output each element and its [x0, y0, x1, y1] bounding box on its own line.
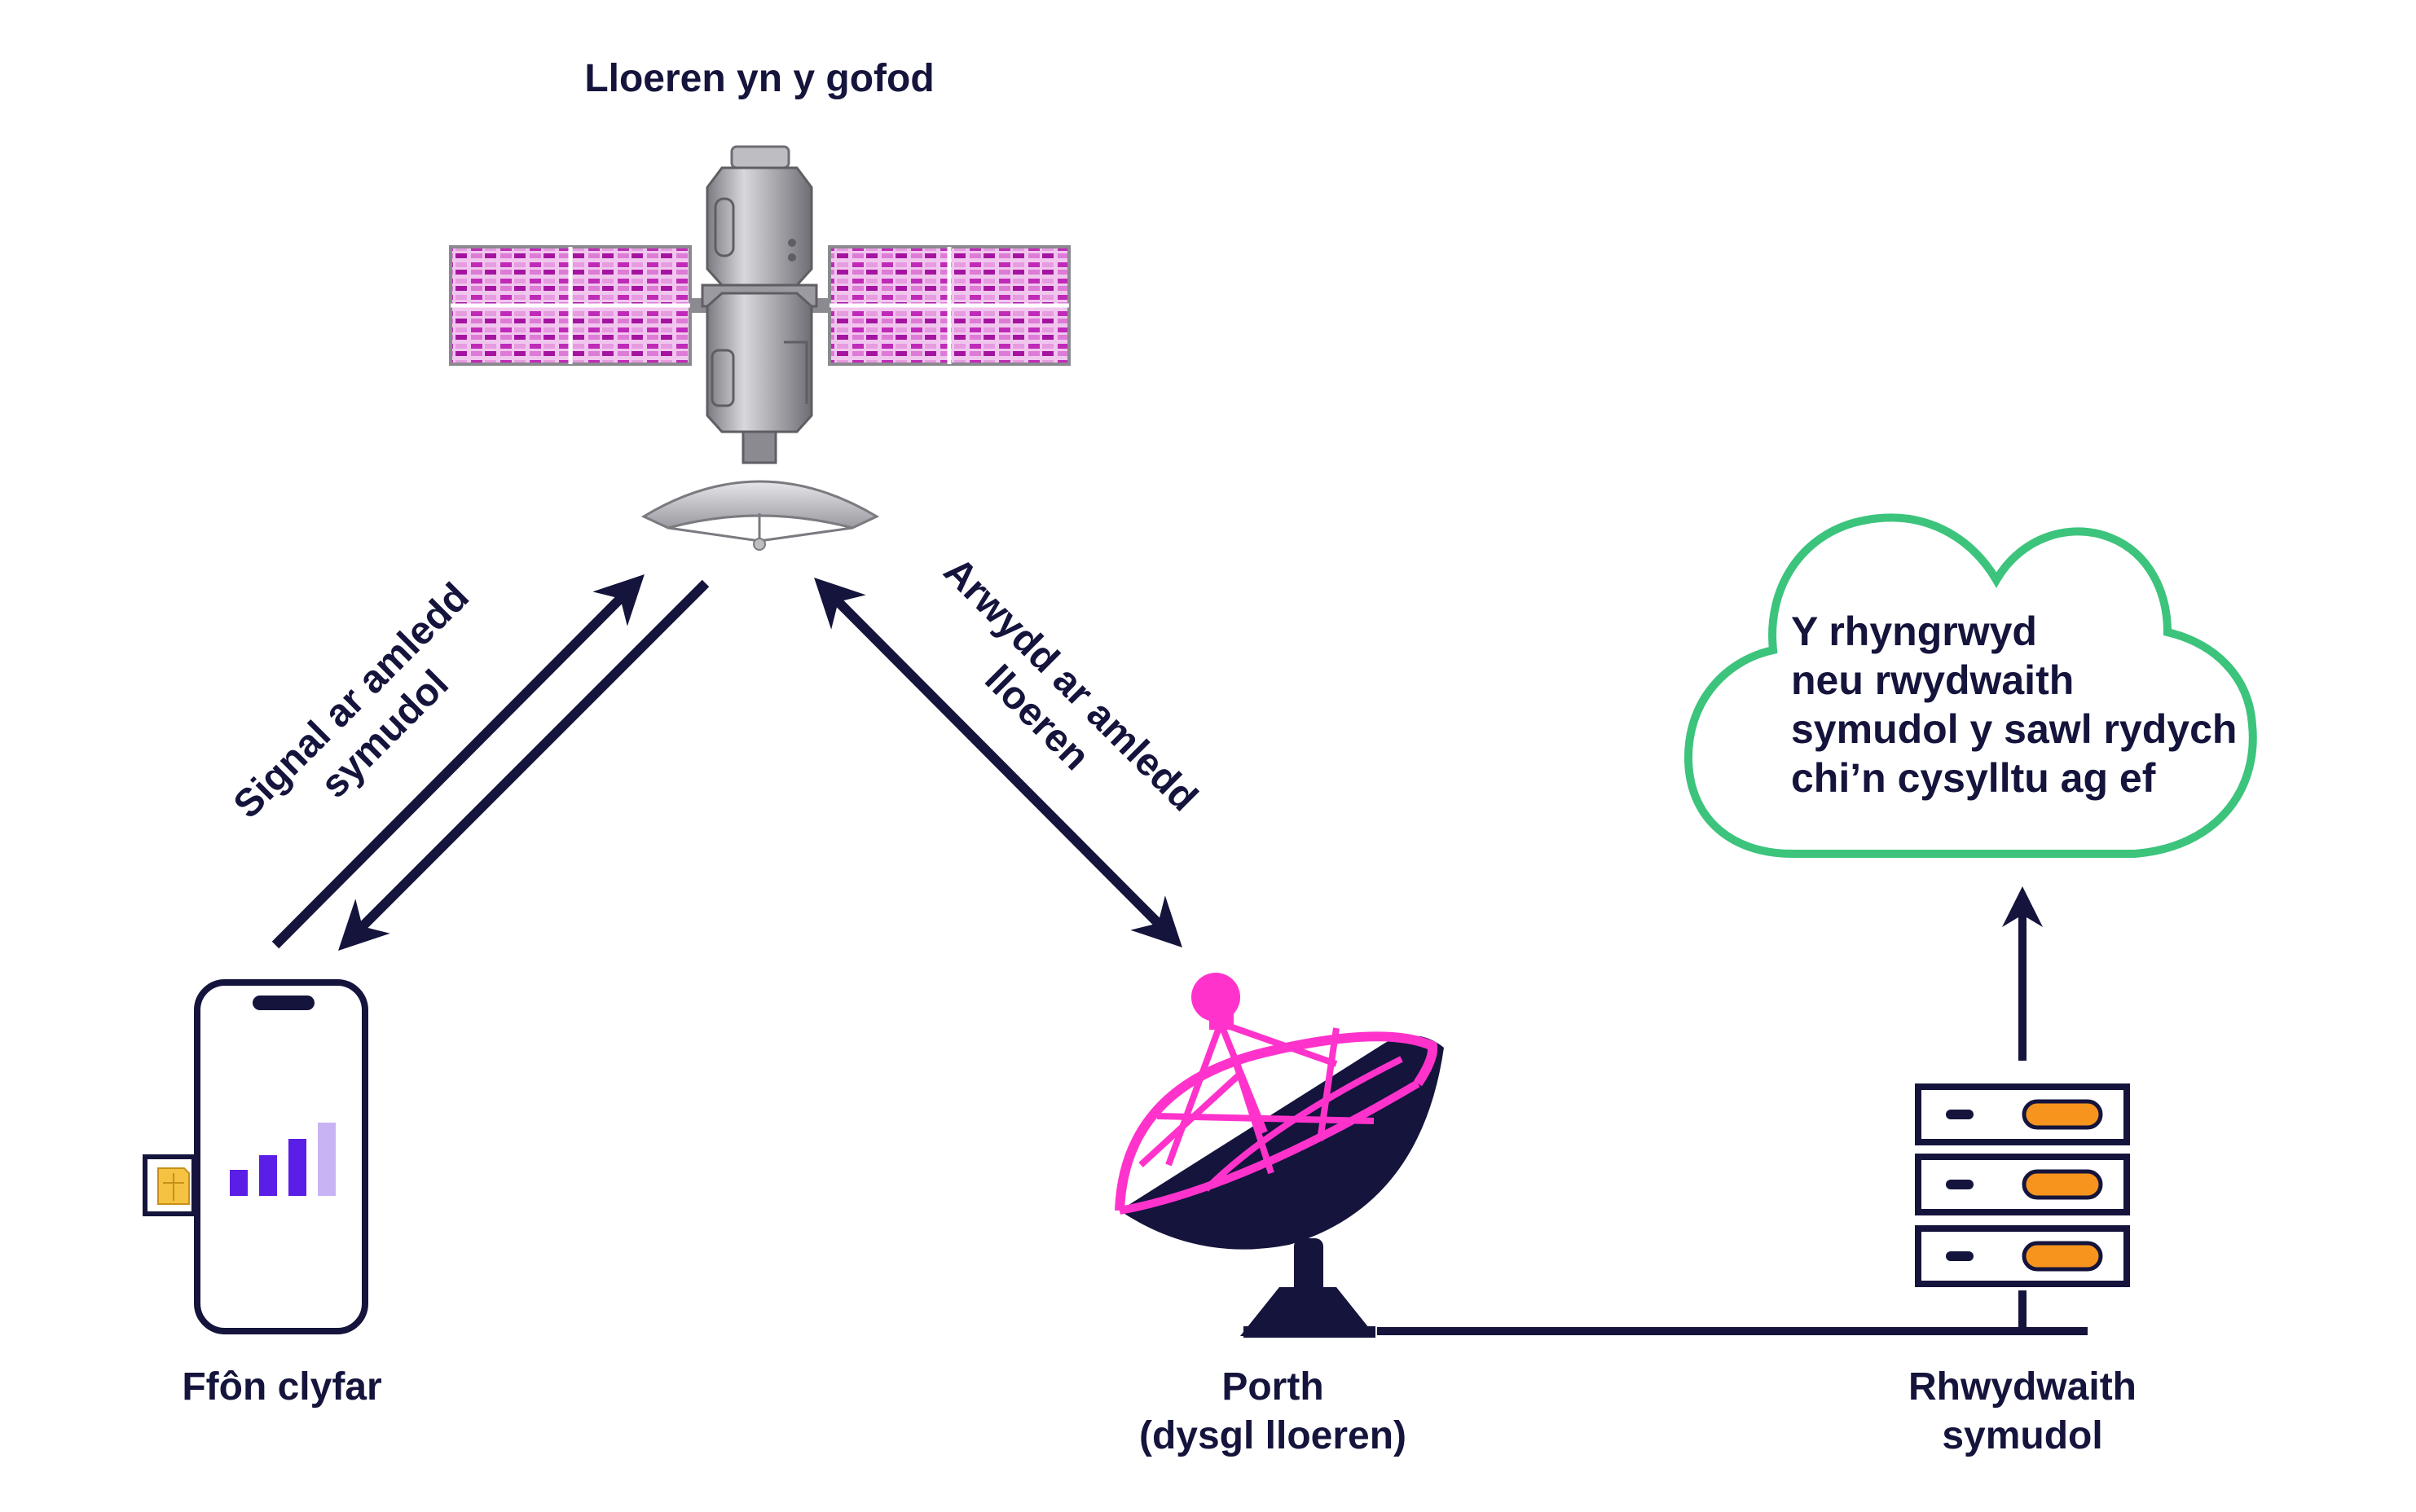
dish-rim [1115, 1031, 1438, 1211]
server-unit [1915, 1083, 2130, 1145]
smartphone-label: Ffôn clyfar [182, 1365, 381, 1409]
downlink-arrow [338, 579, 710, 951]
cloud-text-line: Y rhyngrwyd [1791, 609, 2037, 654]
satellite-antenna-dish [640, 480, 880, 530]
server-unit [1915, 1225, 2130, 1287]
satellite-icon [449, 145, 1071, 551]
gateway-label-line2: (dysgl lloeren) [1139, 1414, 1406, 1457]
mobile-network-label-line2: symudol [1942, 1414, 2102, 1457]
cloud-icon [1683, 513, 2257, 858]
server-stack-icon [1915, 1083, 2130, 1287]
gateway-label-line1: Porth [1221, 1365, 1323, 1409]
smartphone-icon [143, 979, 368, 1334]
downlink-label: Arwydd ar amledd lloeren [935, 549, 1206, 820]
satellite-gateway-arrow [814, 577, 1182, 948]
cloud-text-line: chi’n cysylltu ag ef [1791, 755, 2156, 801]
satellite-label: Lloeren yn y gofod [584, 57, 934, 100]
mobile-network-label-line1: Rhwydwaith [1908, 1365, 2137, 1409]
uplink-arrow [271, 574, 645, 949]
server-unit [1915, 1154, 2130, 1215]
cloud-text-line: symudol y sawl rydych [1791, 706, 2237, 752]
cloud-text-line: neu rwydwaith [1791, 657, 2074, 703]
satellite-dish-icon [1115, 973, 1444, 1338]
sim-card-icon [143, 1154, 196, 1216]
solar-panel-left [449, 245, 692, 366]
signal-bars-icon [230, 1123, 336, 1196]
solar-panel-right [828, 245, 1071, 366]
cloud-text: Y rhyngrwyd neu rwydwaith symudol y sawl… [1791, 609, 2237, 801]
downlink-label-line1: Arwydd ar amledd [935, 549, 1206, 820]
